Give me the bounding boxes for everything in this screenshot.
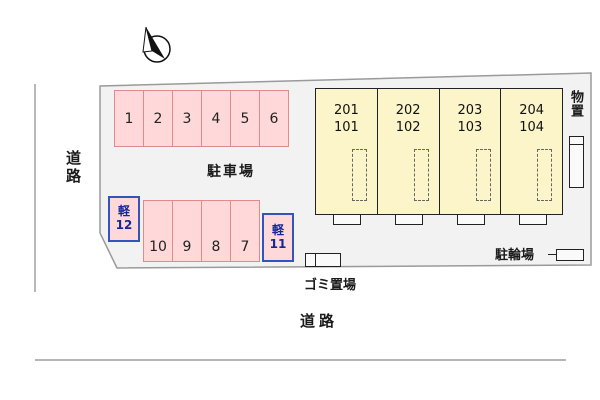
parking-space-1: 1 [114,90,144,147]
parking-space-3: 3 [172,90,202,147]
porch [395,214,423,225]
parking-space-4: 4 [201,90,231,147]
kei-space-12-number: 12 [115,218,133,232]
parking-space-2: 2 [143,90,173,147]
parking-space-8: 8 [201,200,231,262]
porch [519,214,547,225]
unit-entry-outline [352,149,367,201]
kei-space-12: 軽 12 [108,196,140,242]
porch [457,214,485,225]
unit-lower-number: 104 [519,119,545,135]
unit-203-103: 203 103 [440,89,502,214]
kei-space-11-number: 11 [269,236,287,251]
road-label-left: 道路 [64,150,82,186]
bicycle-rack [556,249,584,261]
porch [333,214,361,225]
kei-space-12-prefix: 軽 [117,204,130,219]
parking-space-9: 9 [172,200,202,262]
unit-lower-number: 101 [333,119,359,135]
road-label-bottom: 道路 [299,312,338,330]
bicycle-rack-connector [548,254,557,255]
north-arrow-icon [142,26,171,63]
unit-upper-number: 204 [519,103,545,118]
building: 201 101 202 102 203 103 204 104 [315,88,563,215]
unit-entry-outline [537,149,553,201]
unit-201-101: 201 101 [316,89,378,214]
unit-upper-number: 203 [457,103,483,118]
kei-space-11-prefix: 軽 [271,222,284,237]
kei-space-11: 軽 11 [262,213,294,262]
unit-lower-number: 102 [395,119,421,135]
garbage-label: ゴミ置場 [303,278,356,293]
parking-area-label: 駐車場 [207,164,255,180]
parking-space-5: 5 [230,90,260,147]
bicycle-parking-label: 駐輪場 [495,248,535,263]
storage-box [569,136,584,188]
unit-lower-number: 103 [457,119,483,135]
garbage-box [305,253,341,267]
unit-entry-outline [475,149,491,201]
storage-label: 物置 [568,90,583,118]
unit-204-104: 204 104 [501,89,562,214]
unit-upper-number: 202 [395,103,421,118]
parking-space-6: 6 [259,90,289,147]
unit-upper-number: 201 [333,103,359,118]
parking-space-7: 7 [230,200,260,262]
unit-entry-outline [413,149,429,201]
unit-202-102: 202 102 [378,89,440,214]
parking-space-10: 10 [143,200,173,262]
